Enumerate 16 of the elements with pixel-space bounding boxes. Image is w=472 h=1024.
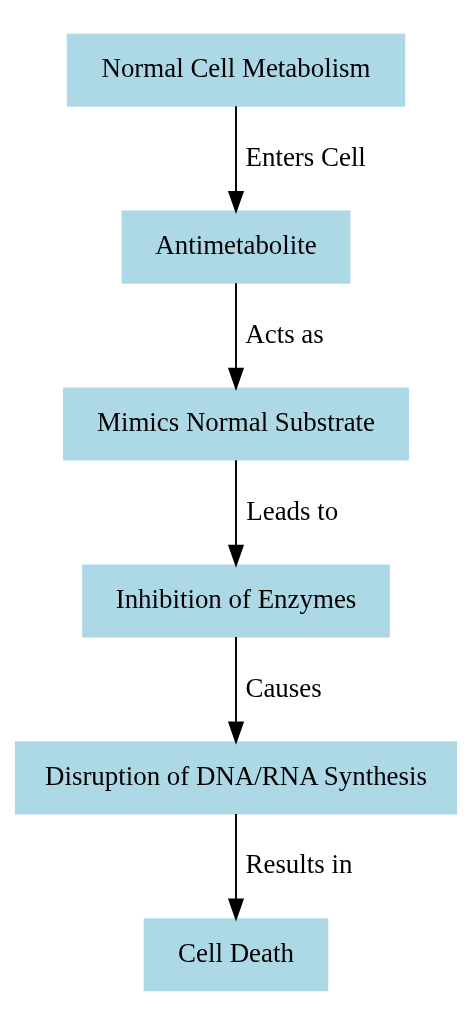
edge-label: Results in <box>245 848 353 879</box>
edge-label: Causes <box>245 672 322 703</box>
edge-label: Acts as <box>245 318 324 349</box>
node-box: Inhibition of Enzymes <box>82 563 390 637</box>
edge-label: Leads to <box>246 495 339 526</box>
node-box: Mimics Normal Substrate <box>62 387 410 461</box>
node-box: Cell Death <box>143 917 329 991</box>
arrow <box>227 281 245 391</box>
node-box: Antimetabolite <box>121 210 351 284</box>
arrow <box>227 635 245 745</box>
node-box: Normal Cell Metabolism <box>66 33 406 107</box>
node-box: Disruption of DNA/RNA Synthesis <box>14 740 458 814</box>
arrow <box>227 812 245 922</box>
arrow <box>227 104 245 214</box>
edge-label: Enters Cell <box>245 141 366 172</box>
arrow <box>227 458 245 568</box>
